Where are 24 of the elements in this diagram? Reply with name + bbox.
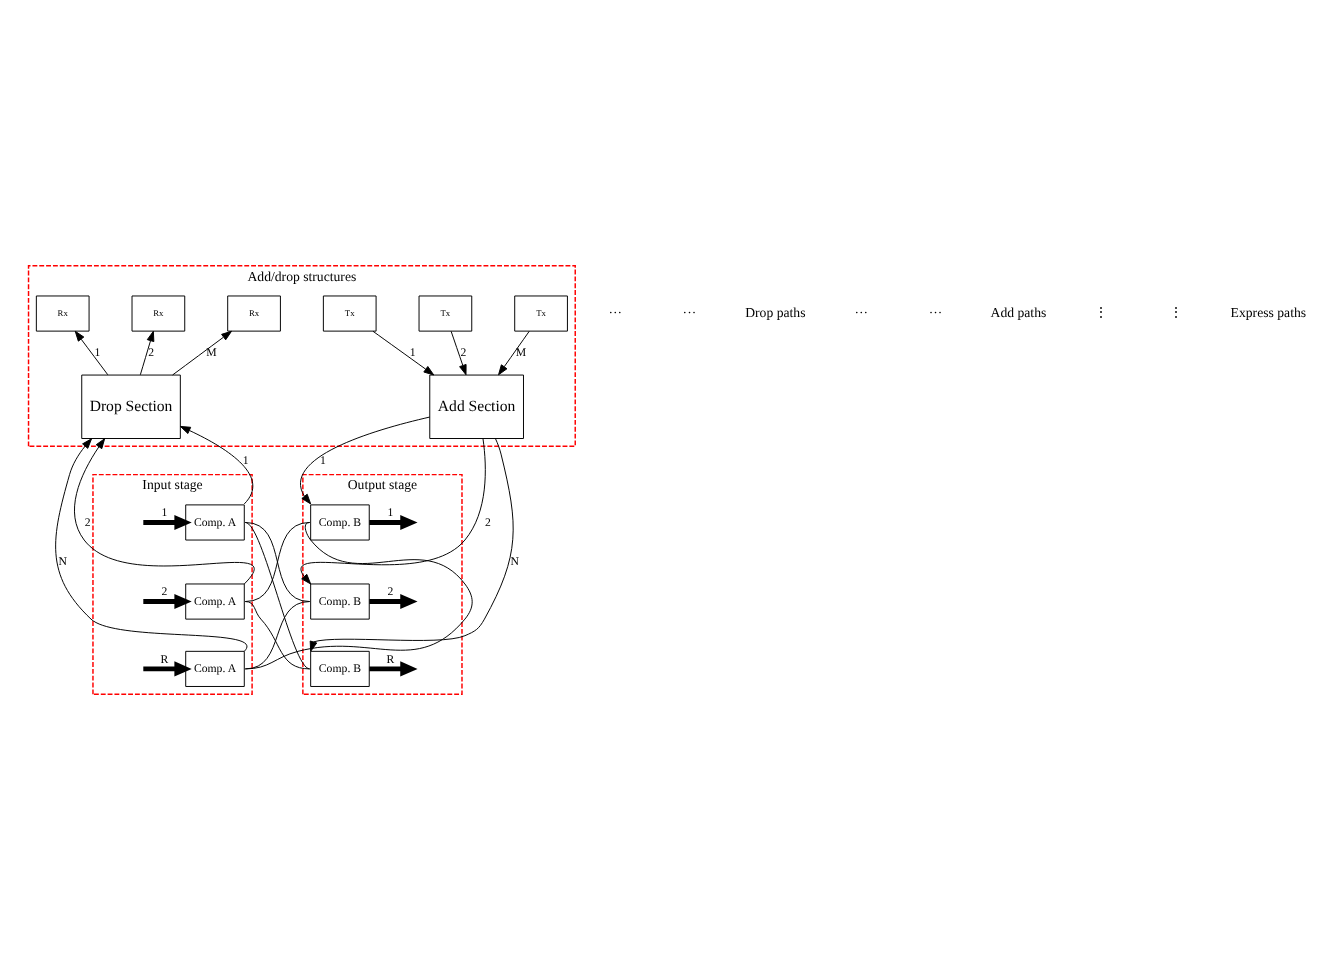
arrow <box>372 329 435 375</box>
arrow <box>139 329 155 375</box>
connector <box>244 600 311 669</box>
node-box: Add Section <box>429 373 524 438</box>
arrow <box>498 329 530 375</box>
arrow <box>172 329 232 375</box>
node-box: Drop Section <box>81 373 181 438</box>
arrow <box>369 660 418 676</box>
arrow <box>74 329 109 375</box>
arrow <box>369 513 418 530</box>
arrow <box>179 424 254 504</box>
connector <box>244 521 311 602</box>
arrow <box>300 437 486 584</box>
connector <box>244 521 311 669</box>
arrow <box>143 660 192 676</box>
arrow <box>450 329 467 375</box>
arrow <box>73 437 255 584</box>
arrow <box>143 592 192 609</box>
connector <box>244 521 473 669</box>
arrow <box>300 415 431 504</box>
arrow <box>369 592 418 609</box>
arrow <box>309 437 514 651</box>
arrow <box>55 437 248 651</box>
arrow <box>143 513 192 530</box>
